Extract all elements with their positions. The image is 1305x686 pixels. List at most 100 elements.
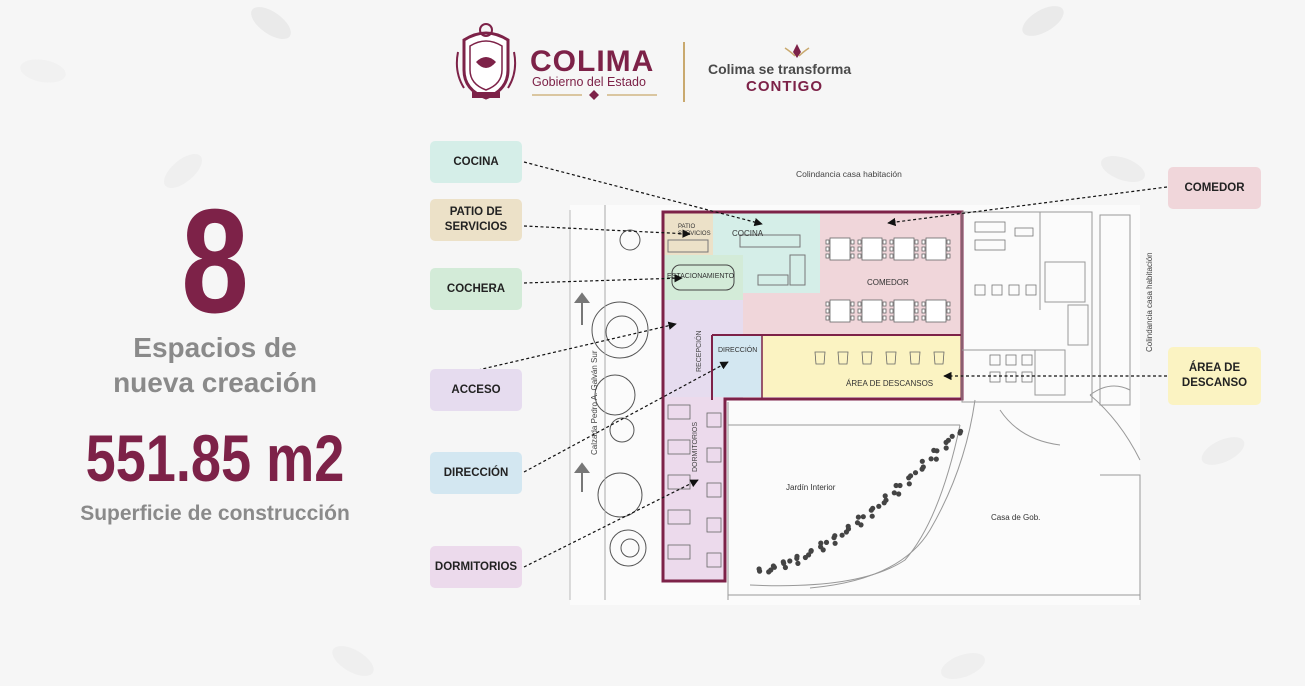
- brand-subtitle: Gobierno del Estado: [532, 75, 646, 89]
- spaces-label: Espacios de nueva creación: [60, 330, 370, 400]
- dining-chair: [946, 246, 951, 252]
- decorative-leaf: [1097, 150, 1149, 188]
- dining-chair: [857, 315, 862, 321]
- dining-chair: [882, 301, 887, 307]
- hedge-shrub: [896, 491, 902, 497]
- dining-chair: [889, 315, 894, 321]
- dining-chair: [889, 239, 894, 245]
- dorm-bed: [667, 474, 691, 490]
- dining-chair: [882, 253, 887, 259]
- hedge-shrub: [908, 473, 914, 479]
- brand-title: COLIMA: [530, 45, 655, 78]
- callout-comedor: COMEDOR: [1168, 167, 1261, 209]
- dorm-bed: [667, 509, 691, 525]
- dining-chair: [882, 308, 887, 314]
- ornament-icon: [532, 90, 657, 100]
- dorm-locker: [706, 552, 722, 568]
- decorative-leaf: [18, 56, 68, 86]
- dining-chair: [914, 246, 919, 252]
- hedge-shrub: [787, 558, 793, 564]
- hedge-shrub: [869, 513, 875, 519]
- callout-patio-servicios: PATIO DE SERVICIOS: [430, 199, 522, 241]
- dining-chair: [850, 253, 855, 259]
- dining-chair: [825, 246, 830, 252]
- lounge-chair: [814, 351, 826, 365]
- hedge-shrub: [882, 493, 888, 499]
- slogan-line1: Colima se transforma: [708, 61, 852, 77]
- callout-area-descanso: ÁREA DE DESCANSO: [1168, 347, 1261, 405]
- hedge-shrub: [931, 447, 937, 453]
- hedge-shrub: [958, 428, 964, 434]
- hedge-shrub: [820, 547, 826, 553]
- plan-jardin-label: Jardín Interior: [786, 483, 836, 492]
- hedge-shrub: [832, 540, 838, 546]
- dining-chair: [857, 308, 862, 314]
- dining-chair: [889, 253, 894, 259]
- dining-chair: [857, 301, 862, 307]
- dining-chair: [882, 315, 887, 321]
- hedge-shrub: [855, 514, 862, 520]
- hedge-shrub: [795, 560, 801, 567]
- hedge-shrub: [782, 564, 789, 571]
- callout-acceso-label: ACCESO: [451, 383, 501, 396]
- plan-recepcion-label: RECEPCIÓN: [696, 330, 703, 372]
- hedge-shrub: [906, 481, 912, 487]
- spaces-label-line1: Espacios de: [133, 332, 297, 363]
- dorm-locker: [706, 447, 722, 463]
- hedge-shrub: [943, 445, 949, 451]
- hedge-shrub: [823, 539, 830, 546]
- hedge-shrub: [766, 569, 772, 575]
- dining-chair: [914, 253, 919, 259]
- plan-estacionamiento-label: ESTACIONAMIENTO: [667, 273, 735, 280]
- lounge-chair: [933, 351, 945, 365]
- plan-patio-line2: SERVICIOS: [678, 231, 711, 237]
- hedge-shrub: [919, 458, 925, 464]
- dining-chair: [850, 308, 855, 314]
- hedge-shrub: [881, 500, 887, 506]
- dining-chair: [921, 253, 926, 259]
- hedge-shrub: [933, 456, 939, 462]
- hedge-shrub: [845, 523, 851, 529]
- dorm-bed: [667, 544, 691, 560]
- hedge-shrub: [943, 439, 949, 445]
- lounge-chair: [837, 351, 849, 365]
- header: COLIMA Gobierno del Estado Colima se tra…: [450, 18, 880, 106]
- dining-chair: [857, 239, 862, 245]
- dining-chair: [825, 239, 830, 245]
- dining-chair: [921, 239, 926, 245]
- dining-table: [925, 299, 947, 323]
- hedge-shrub: [870, 505, 876, 511]
- plan-patio-label: PATIO SERVICIOS: [678, 224, 711, 238]
- dining-table: [893, 237, 915, 261]
- plan-dormitorios-label: DORMITORIOS: [692, 421, 699, 472]
- hedge-shrub: [906, 475, 912, 481]
- decorative-leaf: [937, 647, 989, 685]
- dining-chair: [921, 308, 926, 314]
- hedge-shrub: [771, 564, 778, 570]
- callout-cocina: COCINA: [430, 141, 522, 183]
- hedge-shrub: [843, 529, 850, 535]
- dining-table: [925, 237, 947, 261]
- area-label: Superficie de construcción: [80, 502, 350, 525]
- dining-chair: [946, 315, 951, 321]
- hedge-shrub: [794, 553, 800, 560]
- decorative-leaf: [245, 0, 297, 46]
- lounge-chair: [885, 351, 897, 365]
- area-value: 551.85 m2: [85, 421, 345, 495]
- hedge-shrub: [839, 532, 845, 538]
- dorm-locker: [706, 482, 722, 498]
- callout-direccion: DIRECCIÓN: [430, 452, 522, 494]
- dining-chair: [857, 246, 862, 252]
- plan-comedor-label: COMEDOR: [867, 278, 909, 287]
- lounge-chair: [909, 351, 921, 365]
- dining-chair: [850, 315, 855, 321]
- callout-comedor-label: COMEDOR: [1184, 181, 1245, 194]
- dining-chair: [850, 239, 855, 245]
- header-divider: [683, 42, 685, 102]
- state-seal-icon: [455, 23, 517, 100]
- hedge-shrub: [781, 560, 787, 567]
- hedge-shrub: [757, 568, 763, 574]
- trees-icon: [591, 229, 649, 567]
- dorm-bed: [667, 404, 691, 420]
- dorm-locker: [706, 517, 722, 533]
